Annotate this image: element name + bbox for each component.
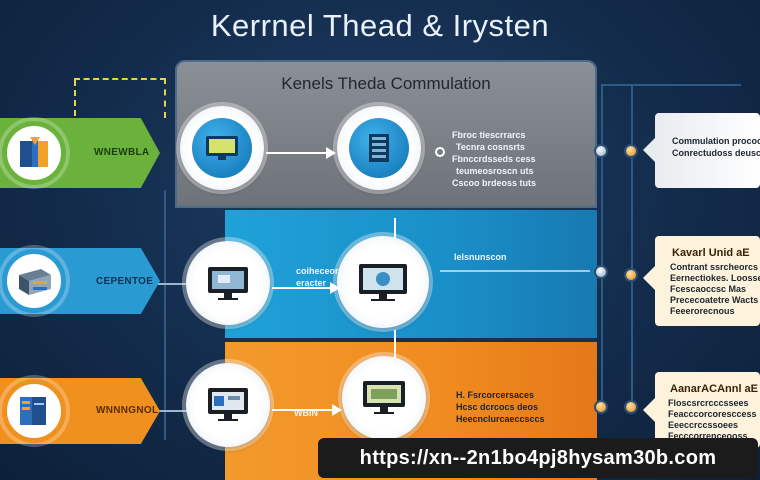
card-text: Eeeccrccssoees [668,420,739,430]
monitor-icon [359,264,407,301]
connector-dot [624,144,638,158]
card-heading: AanarACAnnl aE [670,383,759,395]
monitor-icon [363,381,405,414]
card-text: Fcescaoccsc Mas [670,284,747,294]
card-text: Commulation prococo [672,136,760,146]
node-circle [186,363,270,447]
server-icon [369,134,389,162]
text-line: lelsnunscon [454,252,507,262]
right-spine-line [631,84,633,414]
node-circle [186,241,270,325]
node-circle-highlight [337,236,429,328]
connector-dot [594,265,608,279]
badge-label: WNEWBLA [94,147,150,158]
connector-line [440,270,590,272]
text-line: eracter [296,278,327,288]
card-text: Eernectiokes. Loosses [670,273,760,283]
dashed-connector [74,80,76,116]
card-text: Feeerorecnous [670,306,735,316]
right-spine-line [601,84,603,414]
dashed-connector [164,78,166,118]
monitor-icon [208,267,248,300]
arrow-head-icon [330,282,340,294]
text-line: Fbnccrdsseds cess [452,154,536,164]
book-icon [20,397,46,425]
left-ring-blue [2,249,66,313]
connector-line [150,283,186,285]
panel-divider [225,338,597,342]
card-text: Conrectudoss deuscs [672,148,760,158]
connector-dot [624,400,638,414]
text-line: teumeosroscn uts [456,166,534,176]
card-pointer [643,266,655,290]
panel-title: Kenels Theda Commulation [281,74,491,93]
server-icon [19,269,51,295]
gear-icon [435,147,445,157]
left-spine-line [164,190,166,440]
text-line: Heecnclurcaeccsccs [456,414,545,424]
card-pointer [643,398,655,422]
card-text: Feacccorcoresccess [668,409,757,419]
card-pointer [643,138,655,162]
computer-icon [208,388,248,421]
connector-line [150,410,188,412]
info-card-top [655,113,760,188]
card-text: Contrant ssrcheorcs [670,262,759,272]
text-line: Cscoo brdeoss tuts [452,178,537,188]
vertical-link [394,218,396,238]
connector-line [601,84,741,86]
badge-label: CEPENTOE [96,276,154,287]
badge-label: WNNNGNOL [96,405,159,416]
arrow-head-icon [326,147,336,159]
text-line: coiheceor [296,266,339,276]
text-line: Hcsc dcrcocs deos [456,402,539,412]
flow-arrow [272,287,332,289]
arrow-head-icon [332,404,342,416]
text-line: Fbroc tiescrrarcs [452,130,526,140]
connector-dot [624,268,638,282]
info-card-bottom [655,372,760,448]
connector-dot [594,144,608,158]
watermark-url: https://xn--2n1bo4pj8hysam30b.com [318,438,758,478]
node-circle [337,106,421,190]
card-text: Fecccorrenceooss [668,431,748,441]
card-text: Floscsrcrcccssees [668,398,749,408]
monitor-icon [206,136,238,160]
text-line: WBIN [294,408,318,418]
dashed-connector [74,78,166,80]
flow-arrow [266,152,330,154]
node-circle [180,106,264,190]
diagram-title: Kerrnel Thead & Irysten [210,8,550,43]
vertical-link [394,330,396,358]
node-circle [342,356,426,440]
card-heading: Kavarl Unid aE [672,247,750,259]
book-icon [20,137,48,167]
info-card-middle [655,236,760,326]
text-line: Tecnra cosnsrts [456,142,525,152]
flow-arrow [272,409,334,411]
left-ring-green [2,121,66,185]
text-line: H. Fsrcorcersaces [456,390,535,400]
left-ring-orange [2,379,66,443]
card-text: Prececoatetre Wacts [670,295,759,305]
connector-dot [594,400,608,414]
